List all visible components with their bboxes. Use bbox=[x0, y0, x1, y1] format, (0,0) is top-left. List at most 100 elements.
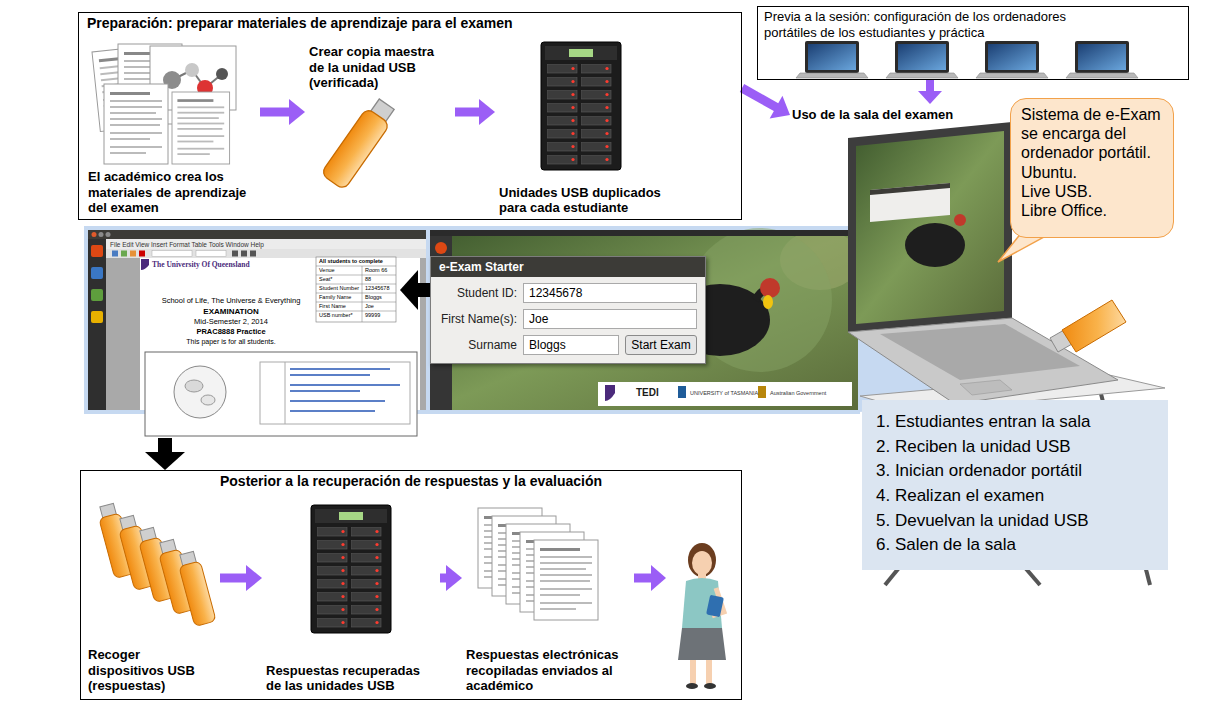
arrow-head bbox=[145, 452, 185, 470]
node-text: e-Exam Starter bbox=[431, 257, 705, 277]
writer-screenshot bbox=[362, 266, 363, 322]
writer-screenshot bbox=[316, 302, 396, 303]
arrow-line bbox=[260, 108, 290, 117]
node-text: 2. Reciben la unidad USB bbox=[876, 435, 1154, 460]
desktop-screenshot bbox=[678, 386, 686, 398]
flow-arrow bbox=[634, 565, 666, 591]
writer-screenshot bbox=[121, 251, 127, 257]
writer-screenshot bbox=[290, 400, 385, 402]
node-text: Uso de la sala del examen bbox=[792, 107, 988, 123]
node-text: School of Life, The Universe & Everythin… bbox=[146, 296, 316, 305]
document-collage bbox=[92, 44, 236, 164]
academic-person bbox=[692, 551, 712, 575]
document-collage bbox=[104, 84, 168, 164]
desktop-screenshot bbox=[435, 242, 447, 254]
node-text: Libre Office. bbox=[1021, 201, 1165, 220]
academic-person bbox=[704, 683, 716, 689]
usb-sticks bbox=[176, 550, 216, 626]
desktop-screenshot bbox=[430, 230, 858, 236]
student-laptops bbox=[976, 41, 1048, 78]
logo-text: TEDI bbox=[636, 388, 659, 398]
exam-document: School of Life, The Universe & Everythin… bbox=[140, 256, 400, 438]
node-text: Posterior a la recuperación de respuesta… bbox=[81, 471, 741, 492]
exam-laptop bbox=[954, 214, 966, 226]
document-collage bbox=[185, 63, 199, 77]
academic-person bbox=[686, 683, 698, 689]
flow-arrow bbox=[651, 565, 666, 591]
menu-bar: File Edit View Insert Format Table Tools… bbox=[110, 242, 264, 249]
writer-screenshot bbox=[290, 410, 375, 412]
usb-duplicator bbox=[541, 42, 621, 170]
writer-screenshot bbox=[232, 251, 238, 257]
document-collage bbox=[216, 68, 228, 80]
node-text: Ubuntu. bbox=[1021, 163, 1165, 182]
writer-screenshot bbox=[91, 245, 103, 257]
writer-screenshot bbox=[88, 239, 426, 249]
desktop-screenshot bbox=[758, 386, 766, 398]
logo-text: Australian Government bbox=[770, 391, 826, 397]
table-cell: Bloggs bbox=[365, 295, 382, 301]
writer-screenshot bbox=[91, 289, 103, 301]
exam-laptop bbox=[870, 183, 950, 195]
node-text: Recoger dispositivos USB (respuestas) bbox=[88, 647, 216, 694]
writer-screenshot bbox=[88, 239, 106, 410]
writer-screenshot bbox=[88, 230, 426, 436]
flow-arrow bbox=[455, 99, 495, 125]
exam-laptop bbox=[960, 380, 1012, 395]
table-cell: Venue bbox=[319, 268, 335, 274]
table-cell: First Name bbox=[319, 304, 346, 310]
desktop-screenshot bbox=[763, 295, 773, 309]
arrow-head bbox=[400, 270, 418, 310]
flow-arrow bbox=[742, 88, 790, 118]
academic-person bbox=[678, 628, 726, 660]
answer-documents bbox=[534, 540, 598, 620]
node-text: 12345678 bbox=[523, 283, 697, 303]
stage-panel: Posterior a la recuperación de respuesta… bbox=[80, 470, 742, 700]
node-text: 6. Salen de la sala bbox=[876, 533, 1154, 558]
arrow-line bbox=[455, 108, 480, 117]
writer-screenshot bbox=[185, 380, 203, 392]
steps-box: 1. Estudiantes entran la sala2. Reciben … bbox=[862, 400, 1168, 570]
stage-panel: Previa a la sesión: configuración de los… bbox=[757, 6, 1189, 80]
arrow-line bbox=[417, 283, 430, 297]
writer-screenshot bbox=[152, 251, 192, 257]
step-illustration: El académico crea los materiales de apre… bbox=[84, 38, 260, 218]
flow-arrow bbox=[260, 99, 305, 125]
exam-laptop bbox=[880, 324, 1080, 380]
node-text: 4. Realizan el examen bbox=[876, 484, 1154, 509]
speech-bubble: Sistema de e-Exam se encarga del ordenad… bbox=[1010, 98, 1174, 238]
arrow-head bbox=[289, 99, 305, 125]
writer-screenshot bbox=[201, 395, 215, 405]
screenshot-band bbox=[84, 226, 860, 414]
arrow-line bbox=[742, 88, 777, 108]
logo-text: The University Of Queensland bbox=[152, 261, 250, 269]
writer-screenshot bbox=[285, 362, 286, 424]
step-illustration: Unidades USB duplicados para cada estudi… bbox=[495, 38, 667, 218]
answer-documents bbox=[478, 508, 598, 620]
table-cell: Family Name bbox=[319, 295, 351, 301]
writer-screenshot bbox=[290, 368, 390, 370]
writer-screenshot bbox=[92, 232, 97, 237]
academic-person bbox=[706, 595, 724, 617]
usb-sticks bbox=[96, 502, 216, 626]
arrow-head bbox=[770, 96, 790, 119]
student-laptops bbox=[796, 41, 868, 78]
node-text: El académico crea los materiales de apre… bbox=[88, 169, 256, 216]
arrow-head bbox=[246, 565, 262, 591]
desktop-screenshot bbox=[605, 385, 615, 401]
exam-laptop bbox=[870, 183, 950, 222]
writer-screenshot bbox=[88, 230, 426, 239]
table-cell: Student Number bbox=[319, 286, 359, 292]
writer-screenshot bbox=[316, 293, 396, 294]
table-cell: Joe bbox=[365, 304, 374, 310]
usb-duplicator bbox=[311, 505, 391, 633]
flow-arrow bbox=[918, 80, 942, 104]
flow-arrow bbox=[400, 270, 430, 310]
exam-laptop bbox=[848, 122, 1012, 332]
writer-screenshot bbox=[130, 251, 136, 257]
arrow-line bbox=[926, 80, 934, 92]
academic-person bbox=[688, 543, 716, 577]
writer-screenshot bbox=[316, 284, 396, 285]
writer-screenshot bbox=[112, 251, 118, 257]
writer-screenshot bbox=[316, 266, 396, 267]
